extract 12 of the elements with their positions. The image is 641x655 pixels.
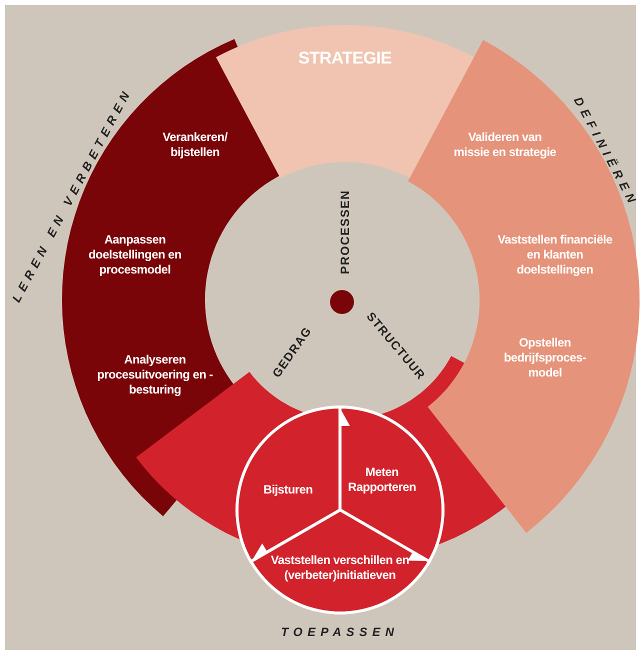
step-text: Bijsturen (262, 482, 314, 498)
step-text: Meten Rapporteren (346, 465, 418, 495)
step-text: Verankeren/ bijstellen (162, 130, 228, 160)
dimension-label: TOEPASSEN (281, 625, 399, 639)
step-text: Analyseren procesuitvoering en -besturing (96, 352, 214, 398)
step-text: Vaststellen verschillen en (verbeter)initiatieven (270, 553, 410, 583)
dimension-label: PROCESSEN (338, 190, 352, 274)
step-text: Vaststellen financiële en klanten doelstellingen (496, 232, 614, 278)
step-text: Opstellen bedrijfsproces-model (502, 335, 588, 380)
step-text: Valideren van missie en strategie (452, 130, 558, 160)
step-text: Aanpassen doelstellingen en procesmodel (88, 232, 182, 278)
band-title: STRATEGIE (297, 50, 393, 66)
